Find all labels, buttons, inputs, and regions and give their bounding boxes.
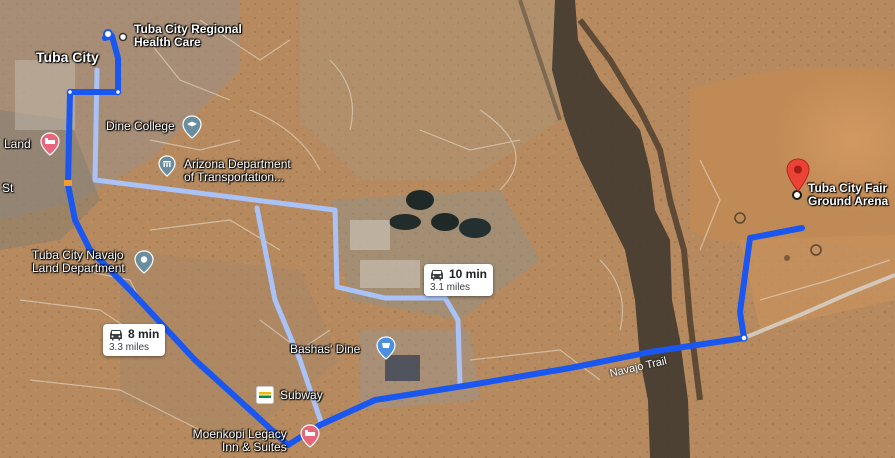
route-bubble-selected[interactable]: 8 min 3.3 miles [103, 324, 166, 356]
route-node [740, 334, 748, 342]
route-time: 10 min [449, 267, 488, 281]
navajo-land-label[interactable]: Tuba City Navajo Land Department [32, 248, 125, 275]
traffic-segment [64, 180, 72, 186]
route-node [114, 88, 122, 96]
dine-college-label[interactable]: Dine College [106, 119, 175, 133]
selected-route-line[interactable] [65, 33, 805, 448]
route-distance: 3.3 miles [109, 342, 150, 353]
moenkopi-label[interactable]: Moenkopi Legacy Inn & Suites [192, 427, 287, 454]
subway-logo-icon[interactable] [256, 386, 274, 404]
tuba-city-label[interactable]: Tuba City [36, 49, 99, 65]
alternate-route-line[interactable] [92, 67, 463, 428]
route-bubble-alternate[interactable]: 10 min 3.1 miles [424, 264, 494, 296]
route-time: 8 min [128, 327, 160, 341]
school-icon[interactable] [182, 115, 202, 139]
shopping-icon[interactable] [376, 336, 396, 360]
adot-label[interactable]: Arizona Department of Transportation... [184, 157, 291, 184]
left-edge-st-label[interactable]: St [2, 181, 14, 195]
bashas-label[interactable]: Bashas' Dine [290, 342, 361, 356]
hotel-icon[interactable] [40, 132, 60, 156]
destination-label[interactable]: Tuba City Fair Ground Arena [808, 181, 889, 208]
government-icon[interactable] [134, 250, 154, 274]
subway-label[interactable]: Subway [280, 388, 323, 402]
health-care-dot [118, 32, 128, 42]
route-distance: 3.1 miles [430, 282, 471, 293]
map-pin-icon[interactable] [786, 158, 810, 192]
origin-dot-icon[interactable] [103, 29, 113, 39]
car-icon [110, 329, 122, 340]
car-icon [431, 269, 443, 280]
health-care-label[interactable]: Tuba City Regional Health Care [134, 22, 242, 49]
government-icon[interactable] [158, 155, 176, 177]
left-edge-land-label[interactable]: Land [4, 137, 31, 151]
hotel-icon[interactable] [300, 424, 320, 448]
destination-dot [792, 190, 802, 200]
route-node [66, 88, 74, 96]
